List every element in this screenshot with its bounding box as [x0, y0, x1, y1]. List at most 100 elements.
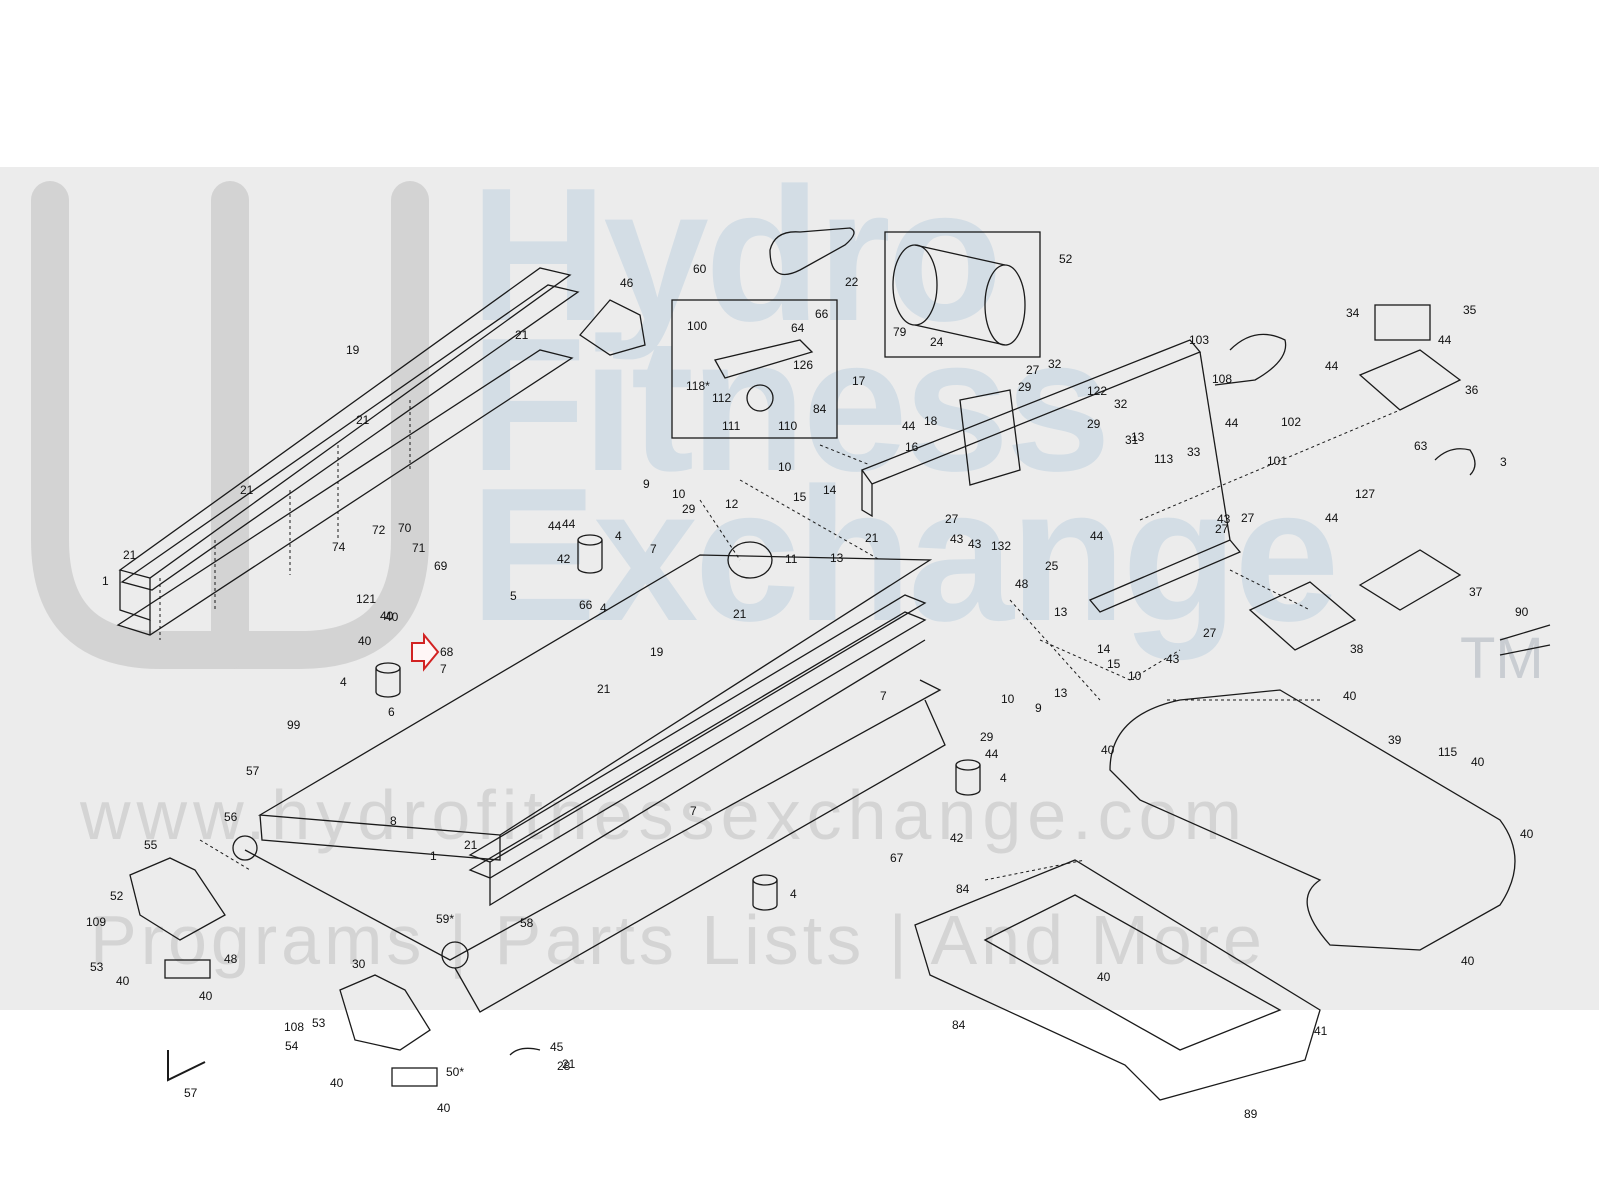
part-label: 127: [1355, 487, 1375, 501]
part-label: 25: [1045, 559, 1059, 573]
part-label: 42: [950, 831, 964, 845]
part-label: 40: [330, 1076, 344, 1090]
part-label: 29: [980, 730, 994, 744]
part-label: 43: [1217, 512, 1231, 526]
frame-rail-lower: [454, 699, 946, 1013]
part-label: 33: [1187, 445, 1201, 459]
walking-belt: [244, 679, 942, 961]
part-label: 27: [1215, 522, 1229, 536]
part-label: 40: [358, 634, 372, 648]
part-label: 19: [650, 645, 664, 659]
part-label: 21: [733, 607, 747, 621]
part-label: 70: [398, 521, 412, 535]
part-label: 37: [1469, 585, 1483, 599]
part-label: 111: [722, 419, 741, 433]
part-label: 41: [1314, 1024, 1328, 1038]
part-label: 15: [1107, 657, 1121, 671]
part-label: 121: [356, 592, 376, 606]
part-label: 40: [437, 1101, 451, 1115]
part-label: 10: [1001, 692, 1015, 706]
part-label: 30: [352, 957, 366, 971]
part-label: 103: [1189, 333, 1209, 347]
part-label: 54: [285, 1039, 299, 1053]
plate-38: [1248, 581, 1357, 651]
part-label: 84: [813, 402, 827, 416]
part-label: 4: [600, 601, 607, 615]
part-label: 40: [380, 609, 394, 623]
part-label: 7: [650, 542, 657, 556]
cable-102: [1214, 333, 1287, 386]
part-label: 29: [1018, 380, 1032, 394]
part-label: 35: [1463, 303, 1477, 317]
part-label: 108: [1212, 372, 1232, 386]
isolators: [375, 534, 981, 911]
part-label: 118*: [686, 379, 710, 393]
part-label: 66: [579, 598, 593, 612]
part-label: 6: [388, 705, 395, 719]
part-label: 48: [1015, 577, 1029, 591]
endcap-30: [339, 974, 431, 1051]
part-label: 32: [1114, 397, 1128, 411]
part-label: 84: [952, 1018, 966, 1032]
part-label: 34: [1346, 306, 1360, 320]
part-label: 112: [712, 391, 731, 405]
part-label: 15: [793, 490, 807, 504]
part-label: 1: [430, 849, 437, 863]
adjuster-arm: [714, 339, 814, 379]
part-label: 40: [1101, 743, 1115, 757]
side-rail-right: [468, 594, 927, 907]
part-label: 132: [991, 539, 1011, 553]
part-label: 100: [687, 319, 707, 333]
hood: [1109, 689, 1516, 951]
hex-key-56: [167, 1050, 206, 1082]
part-label: 60: [693, 262, 707, 276]
part-label: 24: [930, 335, 944, 349]
part-label: 27: [1203, 626, 1217, 640]
part-label: 56: [224, 810, 238, 824]
part-label: 21: [123, 548, 137, 562]
part-label: 40: [1471, 755, 1485, 769]
watermark-tagline: Programs | Parts Lists | And More: [90, 901, 1266, 979]
cable-89: [1499, 624, 1551, 656]
part-label: 14: [1097, 642, 1111, 656]
part-label: 57: [184, 1086, 198, 1100]
part-label: 43: [1166, 652, 1180, 666]
part-label: 110: [778, 419, 797, 433]
part-label: 72: [372, 523, 386, 537]
part-label: 109: [86, 915, 106, 929]
drive-pulley: [727, 541, 773, 579]
assembly-lines: [159, 400, 1401, 881]
part-label: 1: [102, 574, 109, 588]
bracket-36: [1358, 349, 1462, 411]
part-label: 29: [682, 502, 696, 516]
part-label: 67: [890, 851, 904, 865]
part-label: 32: [1048, 357, 1062, 371]
part-label: 29: [1087, 417, 1101, 431]
watermark-trademark: TM: [1460, 626, 1544, 691]
watermark-logo: Hydro Fitness Exchange: [470, 149, 1340, 650]
part-label: 27: [1241, 511, 1255, 525]
part-label: 13: [830, 551, 844, 565]
part-label: 126: [793, 358, 813, 372]
part-label: 21: [597, 682, 611, 696]
part-label: 40: [199, 989, 213, 1003]
part-label: 44: [562, 517, 576, 531]
part-label: 57: [246, 764, 260, 778]
part-label: 44: [1225, 416, 1239, 430]
part-label: 7: [690, 804, 697, 818]
part-label: 8: [390, 814, 397, 828]
endcap-54: [129, 857, 226, 941]
part-label: 101: [1267, 454, 1287, 468]
part-label: 84: [956, 882, 970, 896]
watermark-logo-line: Hydro: [470, 149, 1003, 361]
part-label: 9: [643, 477, 650, 491]
part-label: 19: [346, 343, 360, 357]
rear-roller: [232, 835, 258, 861]
part-label: 44: [1325, 511, 1339, 525]
main-frame: [860, 339, 1242, 613]
part-label: 44: [1090, 529, 1104, 543]
part-label: 13: [1054, 605, 1068, 619]
motor: [892, 244, 1026, 346]
bracket-45: [579, 299, 646, 356]
part-label: 45: [550, 1040, 564, 1054]
